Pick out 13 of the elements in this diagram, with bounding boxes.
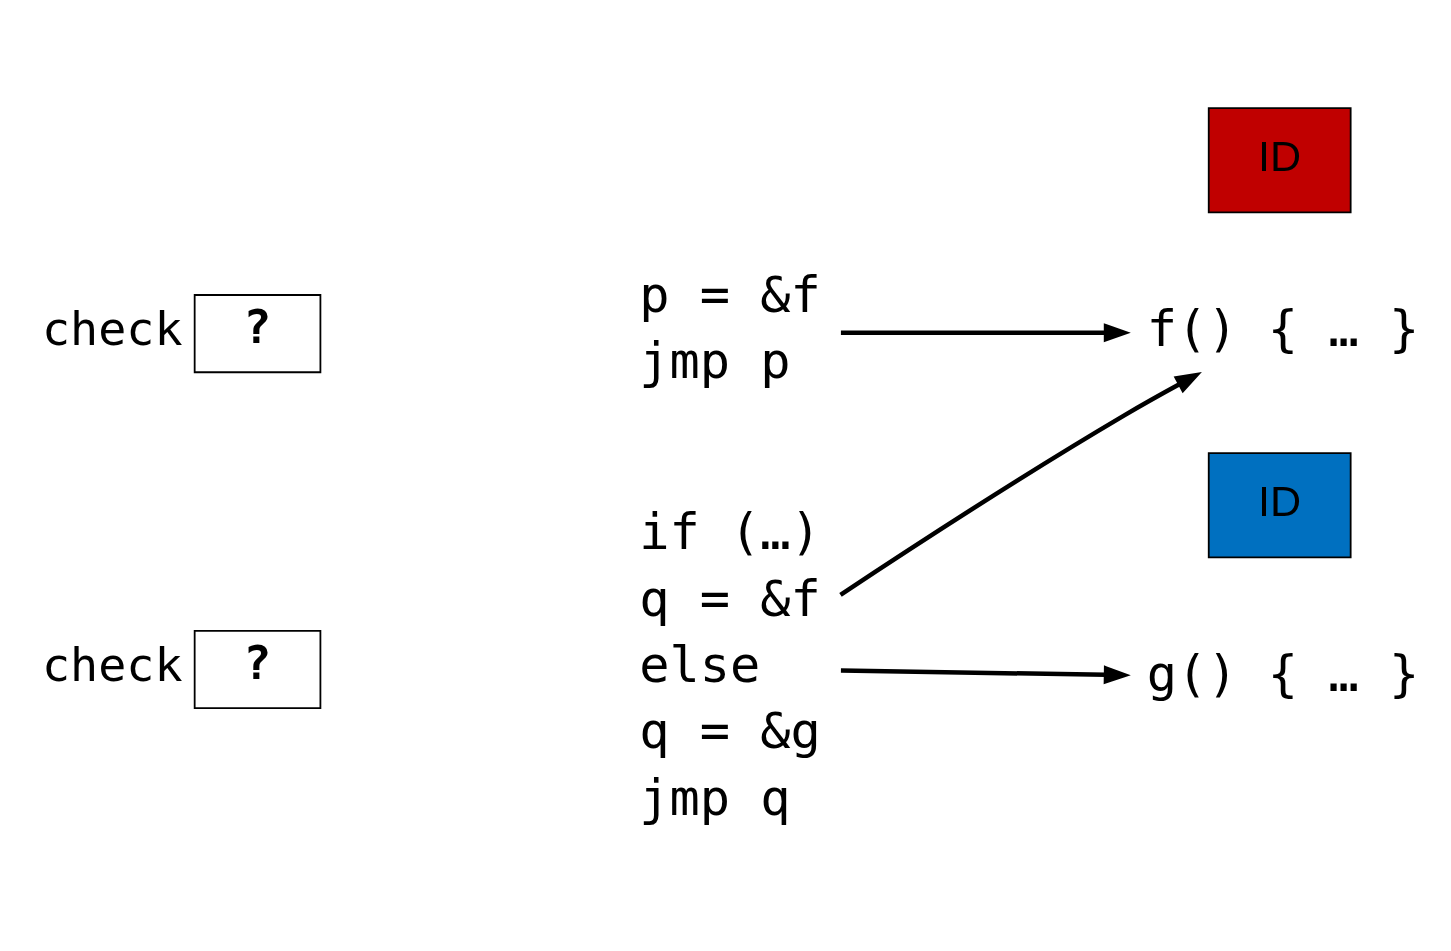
node-box: ID (1207, 106, 1352, 213)
arrow (840, 664, 1131, 684)
node-box: ? (193, 293, 322, 373)
node-box: ID (1207, 451, 1352, 558)
node-box: ? (193, 629, 322, 709)
node-text: p = &f jmp p (639, 264, 821, 390)
node-text: g() { … } (1146, 643, 1420, 703)
arrow (840, 322, 1131, 342)
node-label: check (41, 637, 183, 692)
node-text: f() { … } (1146, 298, 1420, 358)
node-label: check (41, 301, 183, 356)
node-text: if (…) q = &f else q = &g jmp q (639, 501, 821, 827)
arrow (839, 371, 1202, 597)
